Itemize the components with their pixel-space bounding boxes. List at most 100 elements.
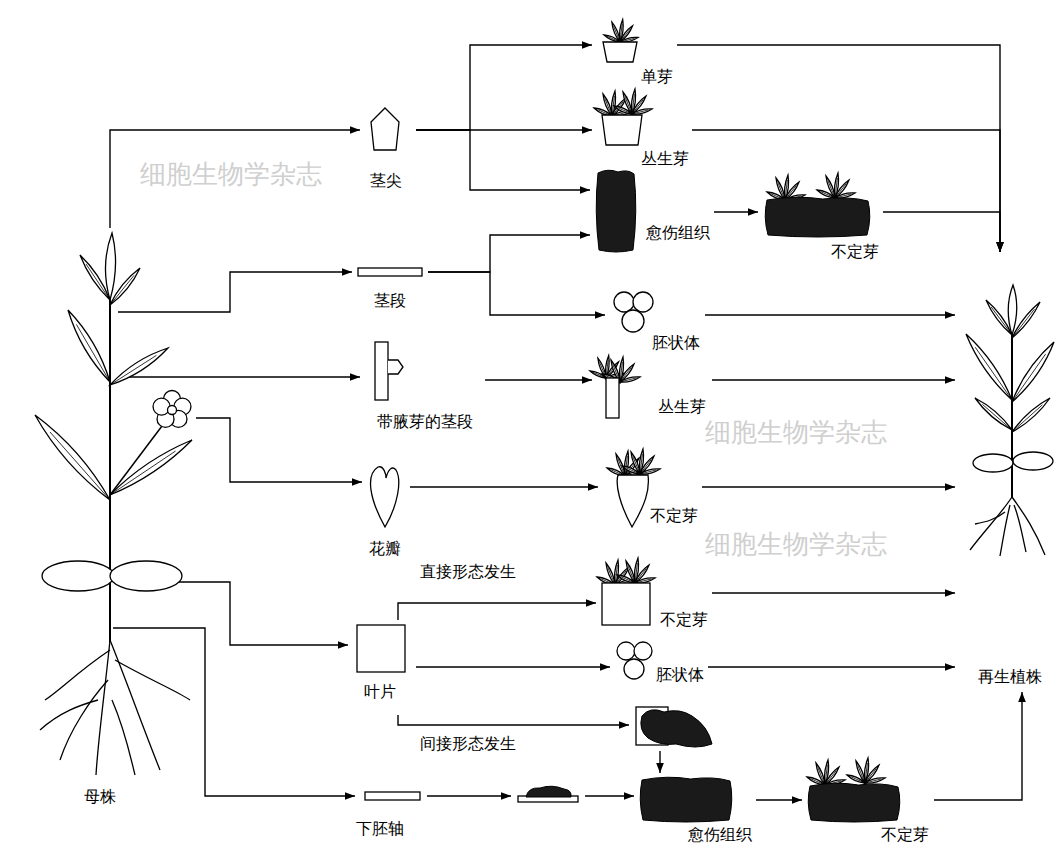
- root: [96, 640, 110, 775]
- flow-arrow: [398, 599, 596, 620]
- connector-line: [416, 130, 590, 190]
- connector-line: [428, 235, 590, 272]
- flow-arrow: [113, 628, 355, 800]
- culture-stage: 愈伤组织: [634, 773, 756, 848]
- root: [45, 650, 110, 700]
- stem-segment: [606, 378, 619, 418]
- leaf-shape: [620, 377, 640, 382]
- arrowhead: [792, 796, 802, 804]
- flow-arrow: [196, 418, 362, 486]
- connector-line: [416, 666, 610, 667]
- leaf-vein: [632, 110, 648, 114]
- root: [1012, 497, 1045, 555]
- mother-plant: 母株: [30, 225, 215, 825]
- connector-line: [883, 212, 1000, 252]
- arrowhead: [342, 268, 352, 276]
- node-label: 丛生芽: [641, 150, 689, 168]
- node-shape: [955, 252, 1059, 692]
- flow-arrow: [110, 126, 360, 228]
- flow-arrow: [410, 483, 598, 491]
- leaf-shape: [35, 415, 110, 500]
- arrowhead: [945, 311, 955, 319]
- flow-arrow: [702, 483, 955, 491]
- leaf-vein: [865, 779, 881, 783]
- arrowhead: [945, 483, 955, 491]
- connector-line: [398, 715, 629, 725]
- arrowhead: [582, 126, 592, 134]
- callus-blob: [808, 783, 900, 822]
- axillary-bud: [388, 360, 403, 374]
- node-shape: [30, 225, 215, 825]
- leaf-shape: [856, 761, 865, 783]
- culture-stage: 单芽: [592, 8, 677, 90]
- connector-line: [427, 795, 511, 796]
- leaf-shape: [1012, 302, 1040, 338]
- root: [975, 512, 1005, 524]
- node-label: 茎尖: [370, 172, 402, 190]
- culture-stage: 不定芽: [598, 438, 702, 530]
- arrowhead: [945, 663, 955, 671]
- connector-line: [196, 418, 362, 482]
- watermark: 细胞生物学杂志: [705, 418, 887, 448]
- arrowhead: [945, 376, 955, 384]
- flow-arrow: [712, 589, 955, 597]
- annotation: 间接形态发生: [420, 735, 516, 753]
- arrowhead: [338, 641, 348, 649]
- leaf-shape: [640, 469, 660, 474]
- arrowhead: [345, 792, 355, 800]
- embryoid: [622, 310, 644, 332]
- cotyledon: [110, 561, 182, 591]
- leaf-shape: [631, 452, 640, 474]
- flow-arrow: [692, 130, 1004, 252]
- culture-stage: 不定芽: [596, 552, 712, 632]
- connector-line: [110, 130, 360, 228]
- connector-line: [712, 379, 955, 380]
- leaf-shape: [966, 334, 1012, 400]
- connector-line: [712, 592, 955, 593]
- flow-arrow: [485, 376, 592, 384]
- node-label: 叶片: [364, 683, 396, 701]
- root: [110, 640, 160, 770]
- flow-arrow: [118, 373, 360, 381]
- callus-blob: [640, 777, 732, 822]
- leaf-vein: [50, 432, 110, 500]
- embryoid: [633, 292, 653, 312]
- node-label: 不定芽: [881, 826, 929, 844]
- embryoid: [617, 642, 635, 660]
- node-label: 花瓣: [369, 540, 401, 558]
- leaf-shape: [835, 193, 855, 198]
- arrowhead: [580, 231, 590, 239]
- explant-node: 带腋芽的茎段: [360, 338, 485, 436]
- leaf-piece: [357, 625, 405, 672]
- watermark: 细胞生物学杂志: [705, 530, 887, 560]
- cotyledon: [973, 454, 1013, 472]
- leaf-vein: [975, 347, 1012, 400]
- leaf-shape: [826, 176, 835, 198]
- node-label: 再生植株: [978, 668, 1042, 686]
- node-label: 不定芽: [650, 507, 698, 525]
- callus-blob: [641, 710, 712, 747]
- flow-arrow: [427, 792, 634, 800]
- culture-stage: 不定芽: [802, 755, 934, 848]
- connector-line: [118, 272, 352, 312]
- node-label: 不定芽: [660, 611, 708, 629]
- connector-line: [702, 486, 955, 487]
- arrowhead: [996, 242, 1004, 252]
- flow-arrow: [712, 376, 955, 384]
- flow-arrow: [714, 208, 758, 216]
- leaf-shape: [776, 178, 785, 200]
- connector-line: [692, 130, 1000, 252]
- arrowhead: [501, 792, 511, 800]
- node-label: 单芽: [641, 68, 673, 86]
- flow-arrow: [398, 715, 664, 773]
- flow-arrow: [708, 663, 955, 671]
- explant-node: 下胚轴: [355, 785, 427, 845]
- leaf-shape: [110, 348, 168, 385]
- culture-stage: 胚状体: [610, 638, 708, 688]
- explant-base: [603, 42, 637, 62]
- node-label: 胚状体: [656, 666, 704, 684]
- leaf-shape: [606, 563, 615, 585]
- leaf-shape: [626, 561, 635, 583]
- leaf-shape: [1012, 342, 1054, 402]
